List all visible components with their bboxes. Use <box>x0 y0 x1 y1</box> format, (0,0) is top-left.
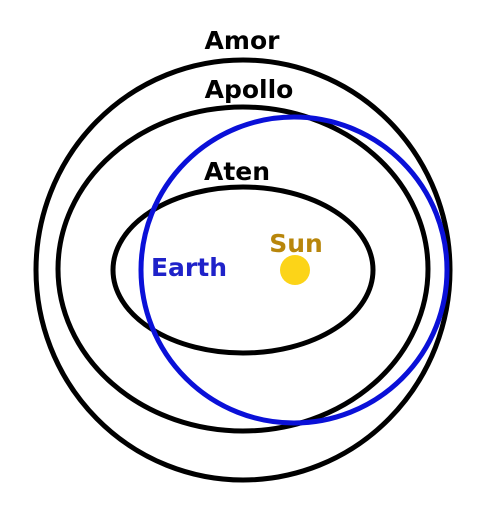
amor-label: Amor <box>205 26 281 55</box>
apollo-orbit <box>55 104 431 434</box>
earth-label: Earth <box>151 253 227 282</box>
aten-orbit <box>110 184 376 356</box>
sun-label: Sun <box>269 229 323 258</box>
sun-icon <box>280 255 310 285</box>
aten-label: Aten <box>204 157 270 186</box>
amor-orbit <box>33 57 453 483</box>
apollo-label: Apollo <box>205 75 294 104</box>
earth-orbit <box>138 114 450 426</box>
